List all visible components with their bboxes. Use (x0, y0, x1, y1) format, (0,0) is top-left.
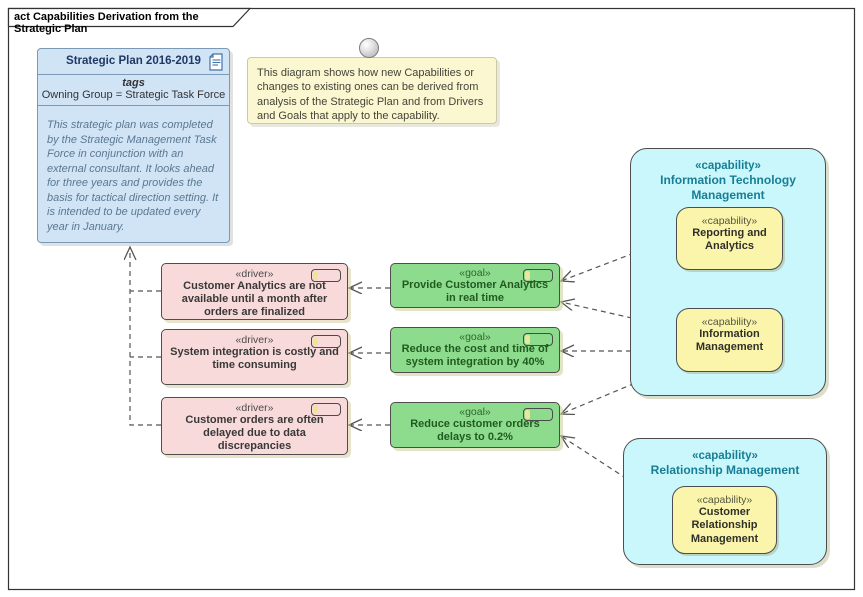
capability-information-management[interactable]: «capability» Information Management (676, 308, 783, 372)
capability-name: Customer Relationship Management (690, 506, 759, 545)
driver-name: Customer Analytics are not available unt… (181, 280, 328, 319)
stereotype-label: «driver» (235, 334, 274, 346)
stereotype-label: «capability» (701, 215, 758, 227)
goal-reduce-cost[interactable]: «goal» Reduce the cost and time of syste… (390, 327, 560, 373)
capability-customer-relationship-management[interactable]: «capability» Customer Relationship Manag… (672, 486, 777, 554)
strategic-plan-header: Strategic Plan 2016-2019 (38, 49, 229, 75)
strategic-plan-title: Strategic Plan 2016-2019 (66, 55, 201, 67)
stereotype-label: «capability» (692, 450, 758, 462)
owning-group-tag: Owning Group = Strategic Task Force (41, 89, 226, 101)
stereotype-label: «capability» (701, 316, 758, 328)
driver-icon (311, 269, 341, 282)
stereotype-label: «driver» (235, 402, 274, 414)
goal-name: Reduce the cost and time of system integ… (401, 343, 549, 369)
driver-customer-analytics[interactable]: «driver» Customer Analytics are not avai… (161, 263, 348, 320)
stereotype-label: «goal» (459, 331, 491, 343)
strategic-plan-description: This strategic plan was completed by the… (47, 119, 219, 233)
stereotype-label: «driver» (235, 268, 274, 280)
goal-name: Reduce customer orders delays to 0.2% (410, 418, 540, 444)
diagram-note-text: This diagram shows how new Capabilities … (257, 67, 484, 122)
capability-group-name: Relationship Management (650, 463, 800, 477)
driver-customer-orders[interactable]: «driver» Customer orders are often delay… (161, 397, 348, 455)
stereotype-label: «capability» (696, 494, 753, 506)
diagram-note[interactable]: This diagram shows how new Capabilities … (247, 57, 497, 124)
document-icon (209, 53, 224, 74)
goal-icon (523, 269, 553, 282)
driver-name: System integration is costly and time co… (170, 346, 339, 372)
tags-label: tags (122, 77, 145, 89)
capability-reporting-analytics[interactable]: «capability» Reporting and Analytics (676, 207, 783, 270)
stereotype-label: «capability» (695, 160, 761, 172)
sphere-pin-icon (359, 38, 379, 58)
goal-icon (523, 408, 553, 421)
goal-name: Provide Customer Analytics in real time (401, 279, 549, 305)
strategic-plan-tags: tags Owning Group = Strategic Task Force (38, 75, 229, 106)
capability-name: Reporting and Analytics (692, 227, 767, 253)
connector-driver3-plan[interactable] (130, 247, 161, 426)
driver-icon (311, 335, 341, 348)
stereotype-label: «goal» (459, 267, 491, 279)
strategic-plan-element[interactable]: Strategic Plan 2016-2019 tags Owning Gro… (37, 48, 230, 243)
goal-icon (523, 333, 553, 346)
capability-name: Information Management (695, 328, 764, 354)
driver-name: Customer orders are often delayed due to… (185, 414, 324, 453)
frame-title: act Capabilities Derivation from the Str… (14, 11, 199, 35)
goal-reduce-delays[interactable]: «goal» Reduce customer orders delays to … (390, 402, 560, 448)
driver-system-integration[interactable]: «driver» System integration is costly an… (161, 329, 348, 385)
driver-icon (311, 403, 341, 416)
capability-group-name: Information Technology Management (660, 173, 796, 202)
stereotype-label: «goal» (459, 406, 491, 418)
goal-customer-analytics[interactable]: «goal» Provide Customer Analytics in rea… (390, 263, 560, 308)
